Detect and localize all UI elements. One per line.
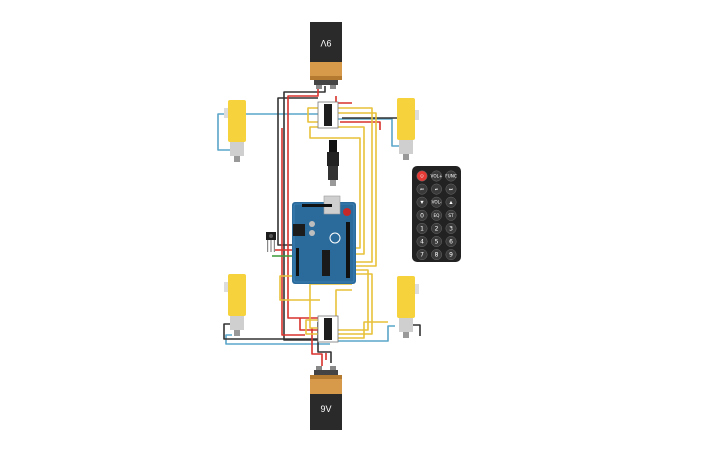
remote-button-label: ▼ <box>420 200 424 205</box>
remote-button-label: 4 <box>420 239 424 246</box>
motor-bottom-right[interactable] <box>397 276 419 338</box>
ir-remote[interactable]: ⏻ VOL+FUNC ⏮ ⏯ ⏭ ▼ VOL- ▲ 0 EQ ST 1 2 3 4 5 6 7 8 9 <box>412 166 461 262</box>
remote-button-label: 9 <box>449 252 453 259</box>
remote-button[interactable] <box>416 249 428 261</box>
remote-button[interactable] <box>416 222 428 234</box>
wire-yellow <box>338 112 377 267</box>
remote-button[interactable] <box>445 236 457 247</box>
battery-top-label: 9V <box>320 38 331 48</box>
wire-red <box>281 128 305 336</box>
remote-button-grid: ⏻ VOL+FUNC ⏮ ⏯ ⏭ ▼ VOL- ▲ 0 EQ ST 1 2 3 4 5 6 7 8 9 <box>416 170 457 261</box>
remote-button[interactable] <box>416 196 428 208</box>
remote-button[interactable] <box>431 170 442 182</box>
remote-button[interactable] <box>431 236 442 247</box>
remote-button[interactable] <box>445 170 457 182</box>
remote-button-label: 0 <box>420 212 424 219</box>
motor-bottom-left[interactable] <box>224 274 246 336</box>
motor-top-left[interactable] <box>224 100 246 162</box>
wire-blue <box>338 325 395 342</box>
wire-yellow <box>307 107 373 263</box>
remote-button-label: ⏯ <box>435 187 438 192</box>
remote-button-label: ⏮ <box>420 187 424 192</box>
remote-button[interactable] <box>431 209 442 221</box>
remote-button[interactable] <box>431 183 442 195</box>
remote-button[interactable] <box>445 183 457 195</box>
remote-button-label: 1 <box>420 226 424 233</box>
remote-button-label: EQ <box>434 213 441 218</box>
remote-button[interactable] <box>445 222 457 234</box>
remote-button-label: 3 <box>449 226 453 233</box>
remote-button[interactable] <box>416 209 428 221</box>
wire-red <box>299 318 322 331</box>
wire-black <box>410 324 421 336</box>
remote-button[interactable] <box>445 196 457 208</box>
wire-yellow <box>279 275 320 301</box>
remote-power-button[interactable] <box>416 170 428 182</box>
wire-blue <box>336 118 405 147</box>
battery-bottom-label: 9V <box>320 404 331 414</box>
remote-button-label: FUNC <box>445 174 457 179</box>
wire-red <box>340 121 381 130</box>
arduino-board[interactable] <box>292 195 356 284</box>
remote-button-label: VOL- <box>432 200 442 205</box>
remote-button[interactable] <box>445 249 457 261</box>
battery-top[interactable]: 9V <box>310 22 342 89</box>
remote-button-label: 5 <box>435 239 439 246</box>
remote-button-label: ST <box>448 213 454 218</box>
wire-black <box>277 97 318 246</box>
wire-yellow <box>338 269 369 331</box>
remote-button[interactable] <box>431 222 442 234</box>
wire-blue <box>217 113 322 151</box>
usb-cable <box>327 140 339 186</box>
wire-red <box>287 88 319 319</box>
wire-yellow <box>338 126 365 255</box>
wire-yellow <box>338 321 388 339</box>
motor-driver-top[interactable] <box>317 101 339 129</box>
ir-receiver[interactable] <box>266 232 276 252</box>
wire-black <box>283 86 326 341</box>
remote-button-label: ⏻ <box>420 174 424 179</box>
battery-bottom[interactable]: 9V <box>310 366 342 430</box>
wire-black <box>342 117 399 134</box>
remote-button-label: 7 <box>420 252 424 259</box>
motor-driver-bottom[interactable] <box>317 315 339 343</box>
remote-button-label: ▲ <box>449 200 453 205</box>
remote-button-label: VOL+ <box>431 174 443 179</box>
remote-button[interactable] <box>445 209 457 221</box>
remote-button[interactable] <box>431 249 442 261</box>
remote-button-label: ⏭ <box>449 187 453 192</box>
remote-button-label: 2 <box>435 226 439 233</box>
wire-yellow <box>338 273 373 335</box>
remote-button-label: 8 <box>435 252 439 259</box>
remote-button[interactable] <box>431 196 442 208</box>
remote-button[interactable] <box>416 183 428 195</box>
motor-top-right[interactable] <box>397 98 419 160</box>
wire-yellow <box>309 126 361 249</box>
wire-red <box>311 328 323 366</box>
remote-button[interactable] <box>416 236 428 247</box>
remote-button-label: 6 <box>449 239 453 246</box>
